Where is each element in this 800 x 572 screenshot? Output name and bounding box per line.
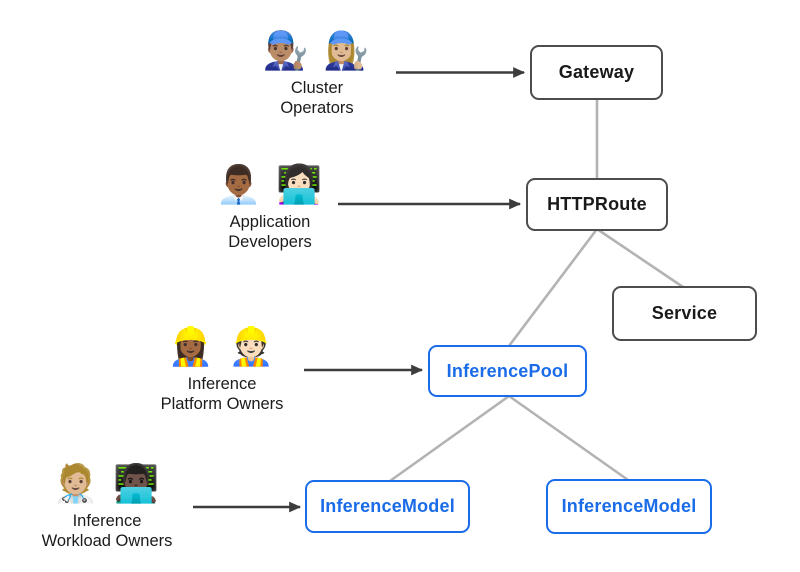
edge-httproute-inferencepool xyxy=(507,228,599,347)
persona-label-line: Developers xyxy=(228,233,312,251)
application-developers-icon: 👨🏾‍💼 👩🏻‍💻 xyxy=(215,164,325,205)
persona-inference-workload-owners: 🧑🏼‍⚕️ 👨🏿‍💻 Inference Workload Owners xyxy=(17,462,197,551)
persona-label-application-developers: Application Developers xyxy=(180,212,360,252)
persona-label-inference-workload-owners: Inference Workload Owners xyxy=(17,511,197,551)
persona-application-developers: 👨🏾‍💼 👩🏻‍💻 Application Developers xyxy=(180,163,360,252)
node-gateway: Gateway xyxy=(530,45,663,100)
persona-label-line: Platform Owners xyxy=(160,395,284,413)
node-label: InferenceModel xyxy=(320,496,455,516)
edge-inferencepool-inferencemodel-left xyxy=(389,394,510,483)
persona-inference-platform-owners: 👷🏾‍♀️ 👷🏻 Inference Platform Owners xyxy=(132,325,312,414)
persona-cluster-operators: 👨🏽‍🔧 👩🏼‍🔧 Cluster Operators xyxy=(227,29,407,118)
persona-label-cluster-operators: Cluster Operators xyxy=(227,78,407,118)
node-label: Service xyxy=(651,303,718,323)
persona-label-line: Inference xyxy=(72,512,142,530)
persona-label-line: Workload Owners xyxy=(41,532,173,550)
edge-httproute-service xyxy=(596,227,684,289)
node-inferencemodel-right: InferenceModel xyxy=(546,479,712,534)
node-service: Service xyxy=(612,286,757,341)
node-label: Gateway xyxy=(558,62,635,82)
persona-label-line: Cluster xyxy=(290,79,344,97)
persona-label-line: Operators xyxy=(280,99,354,117)
inference-workload-owners-icon: 🧑🏼‍⚕️ 👨🏿‍💻 xyxy=(52,463,162,504)
edge-inferencepool-inferencemodel-right xyxy=(508,394,629,482)
persona-label-line: Application xyxy=(229,213,311,231)
inference-platform-owners-icon: 👷🏾‍♀️ 👷🏻 xyxy=(167,326,277,367)
node-httproute: HTTPRoute xyxy=(526,178,668,231)
node-label: InferenceModel xyxy=(561,496,697,516)
node-label: InferencePool xyxy=(446,360,569,381)
persona-label-inference-platform-owners: Inference Platform Owners xyxy=(132,374,312,414)
node-label: HTTPRoute xyxy=(547,194,647,214)
persona-label-line: Inference xyxy=(187,375,257,393)
cluster-operators-icon: 👨🏽‍🔧 👩🏼‍🔧 xyxy=(262,30,372,71)
node-inferencepool: InferencePool xyxy=(428,345,587,397)
node-inferencemodel-left: InferenceModel xyxy=(305,480,470,533)
